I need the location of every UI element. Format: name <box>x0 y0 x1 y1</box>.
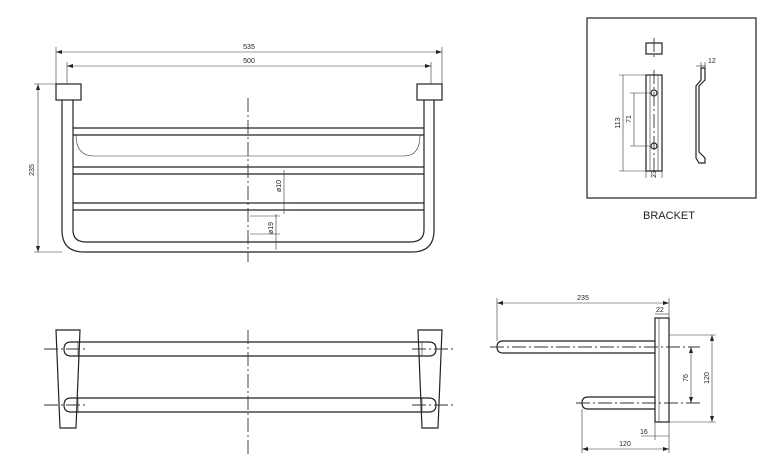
dim-side-bar-spacing: 76 <box>683 347 693 403</box>
dim-label-16: 16 <box>640 429 648 436</box>
inner-support-tube <box>72 100 425 243</box>
dim-side-offset: 16 <box>640 422 670 440</box>
dim-tube-diameter: ø10 <box>250 170 290 214</box>
dim-side-lower-depth: 120 <box>581 409 670 453</box>
top-view-left-plate <box>55 329 81 429</box>
dim-label-76: 76 <box>683 374 690 382</box>
shelf-bar-middle <box>73 166 424 175</box>
front-view: 535 500 235 ø10 <box>29 44 443 262</box>
dim-overall-height: 235 <box>29 83 62 253</box>
dim-bracket-hole-spacing: 71 <box>626 92 650 147</box>
dim-bar-width: 500 <box>66 58 432 84</box>
top-view-upper-bar <box>63 341 437 357</box>
dim-label-235-height: 235 <box>29 164 36 176</box>
dim-bracket-width: 23 <box>645 170 663 178</box>
side-view: 235 22 120 76 16 <box>490 295 716 453</box>
dim-overall-width: 535 <box>55 44 443 84</box>
dim-side-total-height: 120 <box>669 334 716 423</box>
shelf-bar-top <box>73 127 424 157</box>
dim-label-120-depth: 120 <box>619 441 631 448</box>
dim-label-23: 23 <box>651 170 658 178</box>
dim-label-22: 22 <box>656 307 664 314</box>
side-view-wall-plate <box>654 317 670 423</box>
dim-label-535: 535 <box>243 44 255 51</box>
bracket-frame <box>586 17 757 199</box>
top-view-lower-bar <box>63 397 437 413</box>
bracket-side-view: 12 <box>695 58 716 164</box>
dim-label-12: 12 <box>708 58 716 65</box>
left-wall-bracket <box>55 83 82 101</box>
top-view-right-plate <box>417 329 443 429</box>
dim-label-120-height: 120 <box>704 372 711 384</box>
dim-label-235-depth: 235 <box>577 295 589 302</box>
shelf-bar-bottom <box>73 202 424 211</box>
top-view <box>44 329 454 455</box>
dim-label-113: 113 <box>615 117 622 128</box>
dim-bracket-height: 113 <box>615 74 646 172</box>
dim-label-bar-diameter: ø19 <box>268 222 275 234</box>
dim-label-tube-diameter: ø10 <box>276 180 283 192</box>
bracket-caption: BRACKET <box>643 210 695 222</box>
bracket-front-view <box>645 70 663 176</box>
dim-bar-diameter: ø19 <box>250 214 280 250</box>
dim-side-depth: 235 <box>496 295 670 341</box>
dim-label-71: 71 <box>626 115 633 123</box>
dim-side-flange: 22 <box>655 307 669 315</box>
dim-label-500: 500 <box>243 58 255 65</box>
bracket-detail: 113 71 23 12 BRACKET <box>586 17 757 222</box>
right-wall-bracket <box>416 83 443 101</box>
